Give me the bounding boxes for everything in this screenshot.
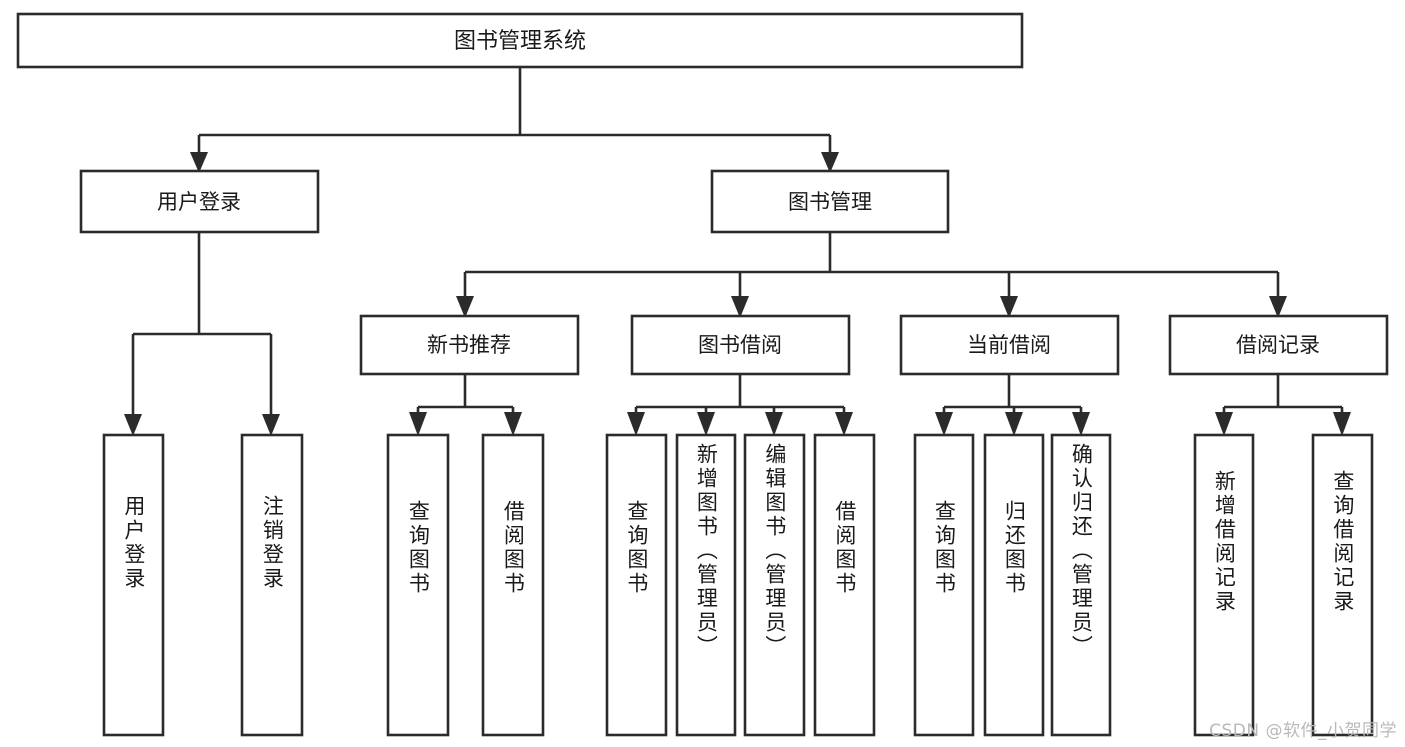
arrow-to-leaf-borrow-book-1	[504, 412, 522, 436]
arrow-to-new-book-recommend	[456, 296, 474, 318]
connector-borrow-record-branch	[1222, 374, 1344, 414]
arrow-to-leaf-add-record	[1215, 412, 1233, 436]
arrow-to-leaf-return-book	[1005, 412, 1023, 436]
connector-new-book-recommend-branch	[416, 374, 515, 414]
leaf-box-borrow-book-2[interactable]	[813, 433, 876, 737]
borrow-record-label: 借阅记录	[1236, 333, 1320, 357]
arrow-to-leaf-query-book-2	[627, 412, 645, 436]
book-borrow-box[interactable]	[630, 314, 851, 376]
leaf-box-query-book-1[interactable]	[386, 433, 450, 737]
book-management-label: 图书管理	[788, 190, 872, 214]
arrow-to-leaf-query-record	[1333, 412, 1351, 436]
leaf-box-layer[interactable]	[102, 433, 1374, 737]
arrow-to-leaf-query-book-1	[409, 412, 427, 436]
connector-current-borrow-branch	[942, 374, 1083, 414]
leaf-box-query-record[interactable]	[1311, 433, 1374, 737]
book-management-box[interactable]	[710, 169, 950, 234]
watermark-text: CSDN @软件_小贺同学	[1209, 721, 1397, 741]
arrow-to-leaf-query-book-3	[935, 412, 953, 436]
node-new-book-recommend[interactable]: 新书推荐	[359, 314, 580, 376]
arrow-to-leaf-logout	[262, 414, 280, 436]
borrow-record-box[interactable]	[1168, 314, 1389, 376]
connector-root-to-level2-bus	[197, 67, 832, 152]
arrow-to-book-management	[821, 152, 839, 173]
arrow-to-leaf-edit-book	[765, 412, 783, 436]
root-label: 图书管理系统	[454, 29, 586, 54]
book-borrow-label: 图书借阅	[698, 333, 782, 357]
arrow-to-borrow-record	[1269, 296, 1287, 318]
leaf-box-query-book-2[interactable]	[605, 433, 668, 737]
arrow-to-leaf-user-login	[124, 414, 142, 436]
leaf-box-user-login[interactable]	[102, 433, 165, 737]
user-login-box[interactable]	[79, 169, 320, 234]
node-borrow-record[interactable]: 借阅记录	[1168, 314, 1389, 376]
leaf-box-logout[interactable]	[240, 433, 304, 737]
node-book-management[interactable]: 图书管理	[710, 169, 950, 234]
new-book-recommend-box[interactable]	[359, 314, 580, 376]
root-box[interactable]	[16, 12, 1024, 69]
connector-user-login-branch	[131, 232, 273, 414]
node-root-system[interactable]: 图书管理系统	[16, 12, 1024, 69]
node-book-borrow[interactable]: 图书借阅	[630, 314, 851, 376]
node-user-login[interactable]: 用户登录	[79, 169, 320, 234]
leaf-box-add-record[interactable]	[1193, 433, 1255, 737]
arrow-to-user-login	[190, 152, 208, 173]
leaf-box-return-book[interactable]	[983, 433, 1045, 737]
arrow-to-book-borrow	[731, 296, 749, 318]
arrow-to-leaf-add-book	[697, 412, 715, 436]
user-login-label: 用户登录	[157, 190, 241, 214]
arrow-to-leaf-confirm-return	[1072, 412, 1090, 436]
connector-layer	[124, 67, 1351, 436]
connector-book-borrow-branch	[634, 374, 846, 414]
leaf-box-confirm-return[interactable]	[1050, 433, 1112, 737]
leaf-box-query-book-3[interactable]	[913, 433, 975, 737]
current-borrow-label: 当前借阅	[967, 333, 1051, 357]
current-borrow-box[interactable]	[899, 314, 1120, 376]
arrow-to-current-borrow	[1000, 296, 1018, 318]
arrow-to-leaf-borrow-book-2	[835, 412, 853, 436]
leaf-box-borrow-book-1[interactable]	[481, 433, 545, 737]
node-current-borrow[interactable]: 当前借阅	[899, 314, 1120, 376]
connector-book-management-bus	[463, 232, 1280, 296]
leaf-box-add-book[interactable]	[675, 433, 737, 737]
new-book-recommend-label: 新书推荐	[427, 333, 511, 357]
leaf-box-edit-book[interactable]	[743, 433, 806, 737]
